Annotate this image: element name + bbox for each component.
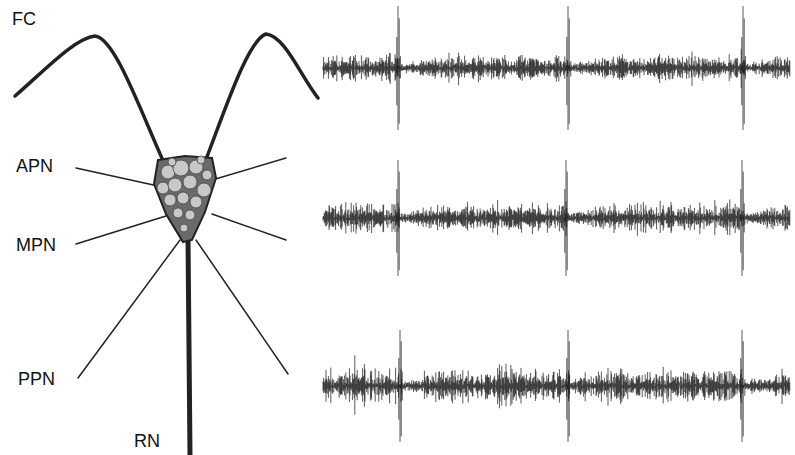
neuron-cell — [157, 182, 169, 194]
recording-trace — [323, 6, 790, 130]
nerve — [78, 240, 180, 378]
nerve-label: PPN — [18, 370, 55, 388]
neuron-cell — [185, 210, 195, 220]
neuron-cell — [197, 183, 211, 197]
nerve-label: RN — [134, 432, 160, 450]
recording-trace — [323, 330, 790, 442]
neuron-cell — [177, 192, 189, 204]
neuron-cell — [168, 158, 176, 166]
neuron-cell — [168, 178, 182, 192]
neuron-cell — [202, 170, 212, 180]
nerves — [15, 34, 318, 455]
recurrent-nerve — [188, 238, 190, 455]
nerve — [76, 168, 158, 186]
nerve-label: FC — [12, 10, 36, 28]
nerve — [76, 216, 166, 244]
recording-trace — [323, 160, 790, 276]
frontal-connective — [205, 34, 318, 162]
nerve-recordings — [323, 6, 790, 442]
neuron-cells — [157, 156, 212, 232]
ganglion — [154, 156, 216, 242]
neuron-cell — [197, 156, 205, 164]
neuron-cell — [173, 208, 183, 218]
nerve — [212, 214, 286, 240]
neuron-cell — [190, 196, 202, 208]
nerve — [212, 158, 286, 180]
neuron-cell — [164, 194, 176, 206]
nerve — [196, 240, 288, 374]
neuron-cell — [180, 224, 188, 232]
frontal-connective — [15, 36, 165, 165]
neuron-cell — [183, 175, 197, 189]
nerve-label: MPN — [16, 236, 56, 254]
nerve-label: APN — [16, 157, 53, 175]
